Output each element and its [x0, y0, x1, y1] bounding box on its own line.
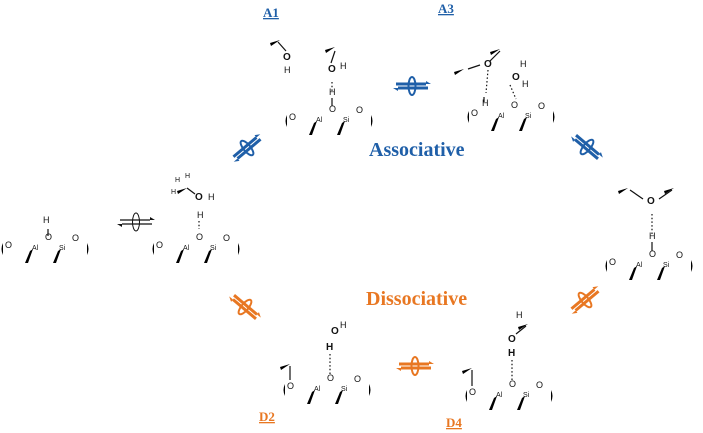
methyl-h: H: [185, 173, 190, 180]
framework-o-atom: O: [156, 240, 163, 250]
al-atom: Al: [314, 386, 321, 393]
water-h-atom: H: [520, 59, 527, 69]
framework-o-atom: O: [676, 250, 683, 260]
methyl-group: [490, 40, 502, 55]
al-atom: Al: [636, 262, 643, 269]
methanol-o-atom: O: [508, 334, 516, 345]
bridge-o-atom: O: [196, 232, 203, 242]
equilibrium-arrow: [117, 212, 155, 232]
bridge-o-atom: O: [329, 104, 336, 114]
methanol-o-atom: O: [195, 192, 203, 203]
si-atom: Si: [341, 386, 348, 393]
framework-o-atom: O: [287, 381, 294, 391]
si-atom: Si: [343, 117, 350, 124]
dme-o-atom: O: [647, 196, 655, 207]
methyl-h: H: [171, 189, 176, 196]
bridge-o-atom: O: [649, 249, 656, 259]
dme-o-atom: O: [484, 59, 492, 70]
al-atom: Al: [316, 117, 323, 124]
si-atom: Si: [523, 392, 530, 399]
si-atom: Si: [59, 245, 66, 252]
label-d4: D4: [446, 415, 462, 430]
framework-o-atom: O: [289, 112, 296, 122]
si-atom: Si: [525, 113, 532, 120]
acid-h-atom: H: [329, 87, 336, 97]
framework-o-atom: O: [72, 233, 79, 243]
framework-o-atom: O: [356, 105, 363, 115]
framework-o-atom: O: [609, 257, 616, 267]
equilibrium-arrow: [571, 134, 603, 160]
acid-h-atom: H: [43, 215, 50, 225]
al-atom: Al: [183, 245, 190, 252]
water-h-atom: H: [326, 342, 333, 353]
methyl-h: H: [175, 177, 180, 184]
framework-o-atom: O: [469, 387, 476, 397]
associative-label: Associative: [369, 139, 465, 161]
equilibrium-arrow: [229, 294, 261, 320]
equilibrium-arrow: [393, 76, 431, 96]
methyl-h: H: [516, 310, 523, 320]
water-h-atom: H: [522, 79, 529, 89]
acid-h-atom: H: [649, 231, 656, 241]
si-atom: Si: [210, 245, 217, 252]
equilibrium-arrow: [570, 286, 600, 314]
bridge-o-atom: O: [509, 379, 516, 389]
hydroxyl-h-atom: H: [340, 61, 347, 71]
equilibrium-arrow: [232, 134, 262, 162]
label-a3: A3: [438, 1, 454, 16]
bridge-o-atom: O: [327, 373, 334, 383]
label-d2: D2: [259, 409, 275, 424]
al-atom: Al: [496, 392, 503, 399]
methyl-group: [325, 38, 337, 53]
water-o-atom: O: [331, 326, 339, 337]
methyl-group: [618, 179, 630, 194]
hydroxyl-h-atom: H: [284, 65, 291, 75]
bridge-o-atom: O: [45, 232, 52, 242]
water-o-atom: O: [512, 72, 520, 83]
bridge-o-atom: O: [511, 100, 518, 110]
acid-h-atom: H: [197, 210, 204, 220]
al-atom: Al: [498, 113, 505, 120]
methyl-group: [454, 60, 466, 75]
methanol-o-atom: O: [283, 52, 291, 63]
label-a1: A1: [263, 5, 279, 20]
h-atom: H: [482, 98, 489, 108]
hydroxyl-h-atom: H: [208, 192, 215, 202]
framework-o-atom: O: [5, 240, 12, 250]
framework-o-atom: O: [354, 374, 361, 384]
framework-o-atom: O: [536, 380, 543, 390]
framework-o-atom: O: [223, 233, 230, 243]
framework-o-atom: O: [471, 108, 478, 118]
hydroxyl-h-atom: H: [508, 348, 515, 359]
equilibrium-arrows: [117, 76, 603, 376]
al-atom: Al: [32, 245, 39, 252]
framework-o-atom: O: [538, 101, 545, 111]
si-atom: Si: [663, 262, 670, 269]
methyl-group: HHH: [171, 173, 190, 196]
water-h-atom: H: [340, 320, 347, 330]
equilibrium-arrow: [396, 356, 434, 376]
methanol-o-atom: O: [328, 64, 336, 75]
dissociative-label: Dissociative: [366, 288, 467, 310]
